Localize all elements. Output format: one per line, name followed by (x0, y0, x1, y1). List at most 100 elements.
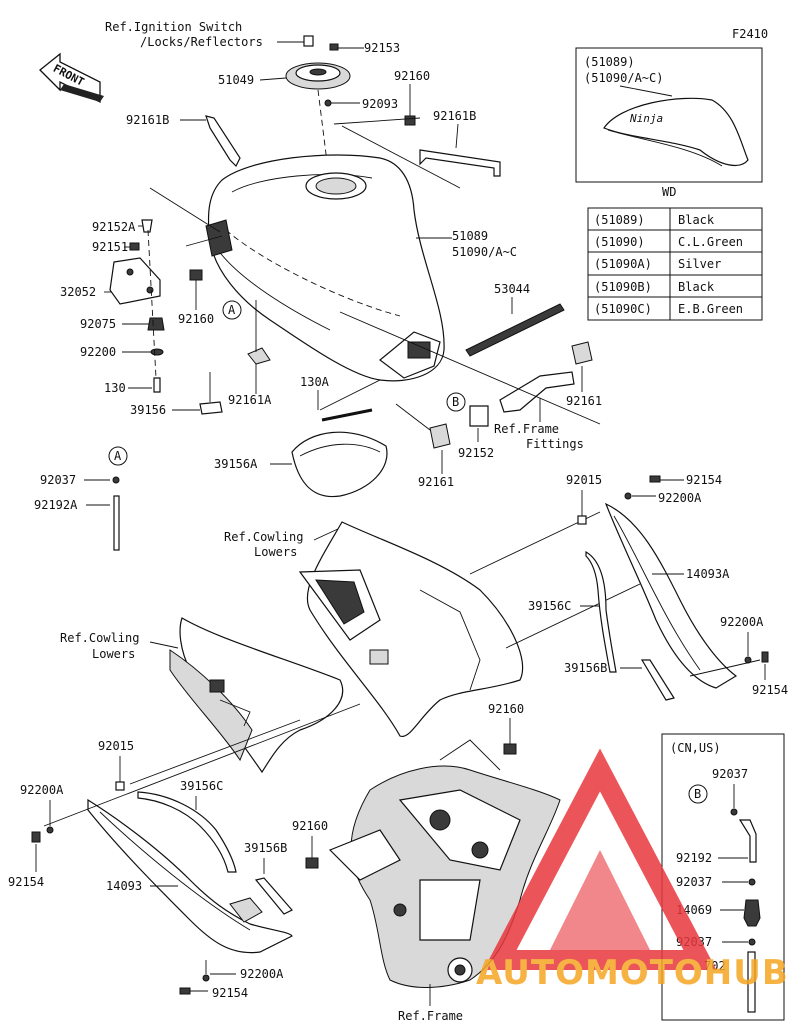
seal-39156b-left (254, 877, 293, 915)
label-39156a: 39156A (214, 457, 258, 471)
ref-ignition-label-2: /Locks/Reflectors (140, 35, 263, 49)
bracket-92161b-left (205, 115, 241, 168)
label-92200a-right-bottom: 92200A (720, 615, 764, 629)
label-92015-right: 92015 (566, 473, 602, 487)
washer-92200a-left-top (46, 826, 54, 834)
label-92037-cnus-1: 92037 (712, 767, 748, 781)
label-92152: 92152 (458, 446, 494, 460)
damper-92075 (147, 317, 165, 331)
seal-39156b-right (640, 659, 675, 701)
table-row-color: Silver (678, 257, 721, 271)
screw-92153 (329, 43, 364, 51)
collar-92152a (141, 219, 153, 233)
label-92152a: 92152A (92, 220, 136, 234)
screw-92154-right-top (649, 475, 661, 483)
label-92200a-left-bottom: 92200A (240, 967, 284, 981)
pad-39156a (291, 431, 388, 498)
ref-frame-label: Ref.Frame (398, 1009, 463, 1023)
hose-702 (747, 951, 756, 1013)
callout-a-mid (108, 446, 128, 466)
bolt-92151 (129, 242, 140, 251)
label-92160-low: 92160 (292, 819, 328, 833)
label-92200a-right-top: 92200A (658, 491, 702, 505)
cover-14093 (87, 798, 293, 954)
seal-39156c-left (137, 791, 237, 873)
ref-frame-fittings-label: Ref.Frame (494, 422, 559, 436)
label-92200: 92200 (80, 345, 116, 359)
inner-cowling-right (298, 521, 524, 737)
label-92160-mid: 92160 (488, 702, 524, 716)
grommet-92160-mid (503, 743, 517, 755)
cover-14093a (604, 502, 738, 689)
callout-a-top (222, 300, 242, 320)
table-row-part: (51089) (594, 213, 645, 227)
pad-39156 (199, 401, 223, 415)
color-table: (51089) Black (51090) C.L.Green (51090A)… (587, 207, 763, 321)
table-row-color: C.L.Green (678, 235, 743, 249)
inset-wd: (51089) (51090/A~C) Ninja WD (575, 47, 763, 199)
fuel-cap-51049 (285, 62, 351, 90)
grommet-92160-top (404, 115, 416, 126)
bracket-92161b-right (419, 149, 501, 177)
label-51049: 51049 (218, 73, 254, 87)
screw-92154-left-bottom (179, 987, 191, 995)
inset-wd-logo: Ninja (629, 112, 663, 125)
callout-b-cnus (688, 784, 708, 804)
inset-wd-caption: WD (662, 185, 676, 199)
label-92161b-left: 92161B (126, 113, 169, 127)
label-92161-right: 92161 (566, 394, 602, 408)
label-39156c-left: 39156C (180, 779, 223, 793)
label-92151: 92151 (92, 240, 128, 254)
callout-a-top-label: A (228, 303, 236, 317)
label-92154-right-top: 92154 (686, 473, 722, 487)
label-39156: 39156 (130, 403, 166, 417)
cnus-title: (CN,US) (670, 741, 721, 755)
damper-92161-right (571, 341, 593, 365)
label-92015-left: 92015 (98, 739, 134, 753)
label-92161-lower: 92161 (418, 475, 454, 489)
label-92160-top: 92160 (394, 69, 430, 83)
table-row-color: E.B.Green (678, 302, 743, 316)
label-92200a-left-top: 92200A (20, 783, 64, 797)
ref-cowling-left-label: Ref.Cowling (60, 631, 139, 645)
damper-92161-lower (429, 423, 451, 449)
table-row-part: (51090C) (594, 302, 652, 316)
callout-a-mid-label: A (114, 449, 122, 463)
ref-cowling-right-label: Ref.Cowling (224, 530, 303, 544)
label-14093a: 14093A (686, 567, 730, 581)
label-39156c-right: 39156C (528, 599, 571, 613)
pin-92152 (469, 405, 489, 427)
bracket-frame-fittings (499, 371, 575, 413)
ref-cowling-left-label-2: Lowers (92, 647, 135, 661)
strip-53044 (465, 303, 565, 357)
clip-92015-left (115, 781, 125, 791)
fuel-tank (205, 154, 445, 382)
figure-code: F2410 (732, 27, 768, 41)
washer-92200 (150, 348, 164, 356)
seal-39156c-right (585, 550, 617, 673)
label-92160-left: 92160 (178, 312, 214, 326)
label-92161b-right: 92161B (433, 109, 476, 123)
label-39156b-left: 39156B (244, 841, 287, 855)
label-130: 130 (104, 381, 126, 395)
damper-92161a (247, 347, 271, 365)
label-51090: 51090/A~C (452, 245, 517, 259)
table-row-part: (51090B) (594, 280, 652, 294)
valve-14069 (743, 899, 761, 927)
label-92153: 92153 (364, 41, 400, 55)
callout-b-cnus-label: B (694, 787, 701, 801)
bracket-32052 (109, 257, 161, 305)
inset-wd-line1: (51089) (584, 55, 635, 69)
clip-92015-right (577, 515, 587, 525)
label-53044: 53044 (494, 282, 530, 296)
label-92154-right-bottom: 92154 (752, 683, 788, 697)
bolt-130 (153, 377, 161, 393)
table-row-part: (51090A) (594, 257, 652, 271)
inner-cowling-left (169, 617, 344, 774)
label-92192: 92192 (676, 851, 712, 865)
automotohub-watermark: AUTOMOTOHUB (476, 748, 788, 993)
label-92093: 92093 (362, 97, 398, 111)
callout-b-top-label: B (452, 395, 459, 409)
label-92192a: 92192A (34, 498, 78, 512)
